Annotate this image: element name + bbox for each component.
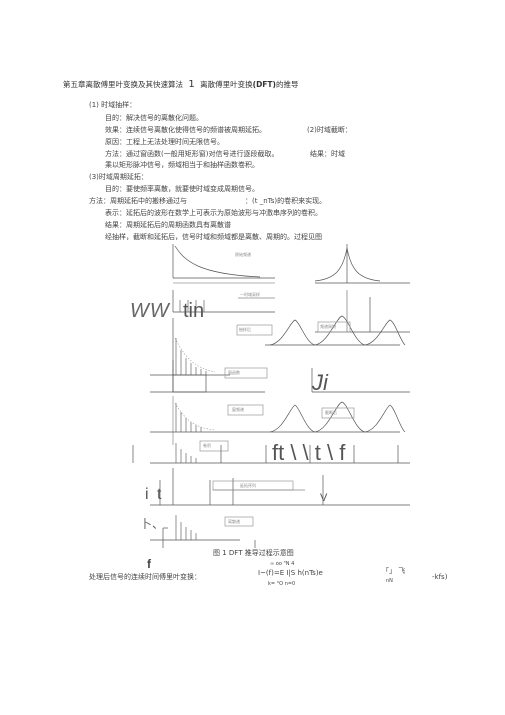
s1-line5: 乘以矩形脉冲信号，频域相当于和抽样函数卷积。 [105,161,259,169]
formula-sub: k= °O n=0 [268,581,296,587]
header-left: 第五章离散傅里叶变换及其快速算法 [63,80,183,89]
fig-label-b: 一时域采样 [240,292,260,297]
fig-label-ft: ft \ \ t \ f [272,440,346,465]
s3-line3: 表示：延拓后的波形在数学上可表示为原始波形与冲激串序列的卷积。 [105,209,322,217]
fig-label-i: 延拓序列 [240,483,256,488]
formula-top: ∞ oo "N 4 [270,561,295,567]
formula-main: I~(f)=E I|S h(nTs)e [258,569,323,577]
fig-label-mark: 卜、 [140,517,165,531]
header-dft: (DFT) [252,80,276,89]
fig-label-e: 窗函数 [228,370,240,375]
header-num: 1 [188,79,195,90]
fig-label-ji: Ji [312,370,328,395]
fig-label-h: 卷积 [203,443,211,448]
s3-line1: 目的：要使频率离散，就要使时域变成周期信号。 [105,185,259,193]
fig-label-c: 抽样后 [239,327,251,332]
fig-label-tin: tin [183,300,205,322]
header-tail: 的推导 [275,80,299,89]
fig-label-v: V [320,492,328,504]
s3-line5: 经抽样，截断和延拓后，信号时域和频域都是离散、周期的。过程见图 [105,233,322,241]
s1-title: (1) 时域抽样： [89,101,137,109]
fig-label-d: 频谱周期 [320,324,336,329]
fig-label-k: 离散谱 [228,519,240,524]
fig-label-g: 截断后 [325,410,337,415]
s1-line1: 目的：解决信号的离散化问题。 [105,114,203,122]
formula-right2: nN [386,578,393,584]
fig-label-ww: WW [130,300,170,322]
formula-right3: -kfs) [432,573,448,581]
formula-lead: 处理后信号的连续时间傅里叶变换： [89,573,201,581]
s3-line2b: ：(t _nTs)的卷积来实现。 [245,197,327,205]
s3-title: (3)时域周期延拓： [89,173,148,181]
s1-line2b: (2)时域截断： [307,126,352,134]
fig-label-a: 原始频谱 [235,252,251,257]
s1-line4b: 结果：时域 [310,150,345,158]
fig-label-it: i t [145,486,164,503]
figure-caption: 图 1 DFT 推导过程示意图 [213,549,294,557]
fig-label-f: 窗频谱 [232,407,244,412]
s3-line4: 结果：周期延拓后的周期函数具有离散谱 [105,221,231,229]
s1-line3: 原因：工程上无法处理时间无限信号。 [105,138,224,146]
s3-line2: 方法：周期延拓中的搬移通过与 [89,197,187,205]
s1-line4: 方法：通过窗函数(一般用矩形窗)对信号进行逐段截取。 [105,150,279,158]
s1-line2: 效果：连续信号离散化使得信号的频谱被周期延拓。 [105,126,266,134]
formula-right1: 「」 飞 [382,567,406,575]
header-right: 离散傅里叶变换 [200,80,253,89]
formula-f: f [147,557,151,571]
